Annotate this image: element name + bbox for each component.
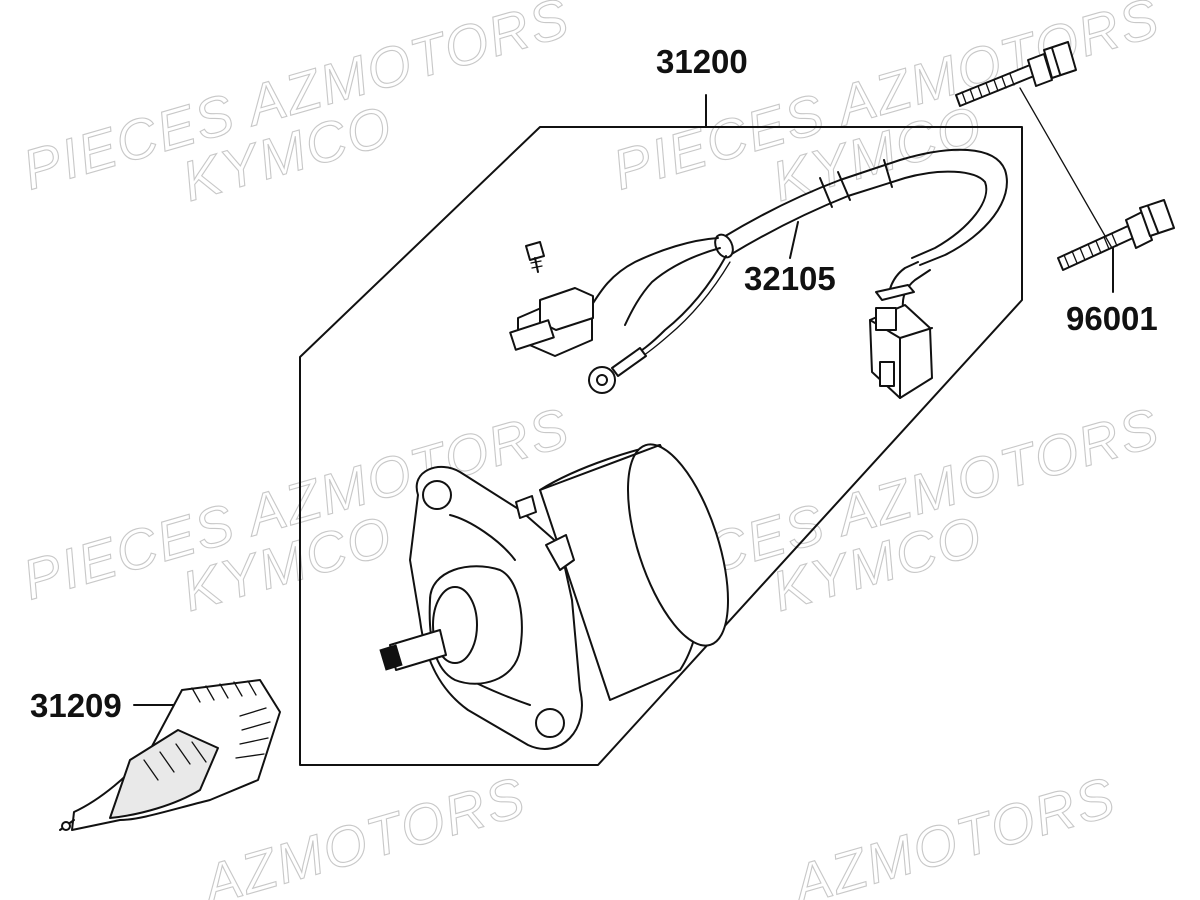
watermark-line1: AZMOTORS [783,764,1123,900]
label-31200: 31200 [656,43,748,80]
leader-32105 [789,221,799,259]
watermark-bottom-right: AZMOTORS [783,764,1124,900]
label-96001: 96001 [1066,300,1158,337]
label-31209: 31209 [30,687,122,724]
bolt-upper [955,41,1077,107]
starter-clutch-gear [59,679,281,831]
wire-harness [509,148,1008,399]
leader-96001-upper [1019,87,1113,249]
bolt-lower [1057,199,1175,271]
assembly-boundary [299,126,1023,766]
label-32105: 32105 [744,260,836,297]
starter-motor [379,443,730,750]
watermark-top-left: PIECES AZMOTORS KYMCO [15,0,577,214]
